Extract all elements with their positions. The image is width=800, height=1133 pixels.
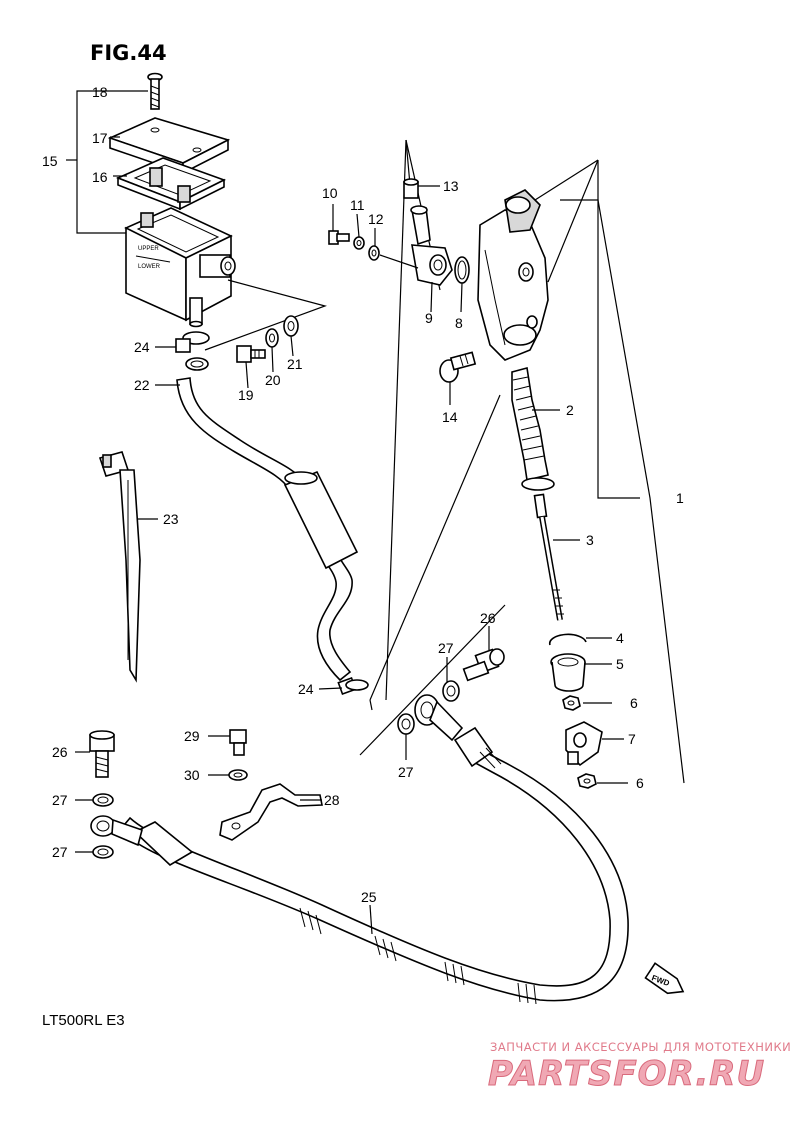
reservoir-group: UPPER LOWER <box>66 72 327 351</box>
nut-6-upper <box>562 695 581 711</box>
screw-10 <box>328 230 350 245</box>
figure-title: FIG.44 <box>90 41 167 65</box>
washer-30 <box>228 769 248 781</box>
callout-26-mid: 26 <box>480 610 496 626</box>
brake-hose-25 <box>118 726 629 1005</box>
watermark-tagline: ЗАПЧАСТИ И АКСЕССУАРЫ ДЛЯ МОТОТЕХНИКИ <box>490 1040 791 1054</box>
callout-27-lower-a: 27 <box>52 792 68 808</box>
collar-5 <box>550 653 586 692</box>
callout-29: 29 <box>184 728 200 744</box>
callout-11: 11 <box>350 197 365 213</box>
reservoir-upper-mark: UPPER <box>138 246 159 252</box>
washer-27-lower-b <box>92 845 114 859</box>
callout-27-mid: 27 <box>398 764 414 780</box>
model-code: LT500RL E3 <box>42 1012 125 1029</box>
hose-bracket-28 <box>219 783 323 841</box>
callout-30: 30 <box>184 767 200 783</box>
callout-28: 28 <box>324 792 340 808</box>
callout-6-lower: 6 <box>636 775 644 791</box>
o-ring-8 <box>454 256 470 284</box>
bolt-14 <box>439 351 477 383</box>
callout-20: 20 <box>265 372 281 388</box>
union-bolt-19 <box>236 345 266 363</box>
callout-24-bottom: 24 <box>298 681 314 697</box>
washer-20 <box>265 328 279 348</box>
washer-27-lower-a <box>92 793 114 807</box>
callout-6-upper: 6 <box>630 695 638 711</box>
boot-2 <box>511 366 555 491</box>
banjo-fitting-lower <box>90 815 143 847</box>
callout-27-top: 27 <box>438 640 454 656</box>
union-bolt-26 <box>462 648 505 682</box>
banjo-fitting-upper <box>414 694 464 742</box>
callout-13: 13 <box>443 178 459 194</box>
watermark: ЗАПЧАСТИ И АКСЕССУАРЫ ДЛЯ МОТОТЕХНИКИ PA… <box>488 1040 791 1095</box>
diaphragm-16 <box>115 157 227 211</box>
hose-clamp-24 <box>175 331 210 371</box>
push-rod-3 <box>533 493 564 621</box>
callout-26-lower: 26 <box>52 744 68 760</box>
reservoir-lower-mark: LOWER <box>138 264 161 270</box>
callout-3: 3 <box>586 532 594 548</box>
callout-10: 10 <box>322 185 338 201</box>
screw-18 <box>147 72 163 110</box>
cable-tie-23 <box>98 451 141 683</box>
callout-22: 22 <box>134 377 150 393</box>
washer-27-mid <box>397 713 415 735</box>
watermark-brand: PARTSFOR.RU <box>488 1054 765 1094</box>
callout-7: 7 <box>628 731 636 747</box>
callout-5: 5 <box>616 656 624 672</box>
hose-connector-9 <box>410 205 453 286</box>
hose-22 <box>176 377 359 682</box>
hose-clamp-24-lower <box>337 676 369 696</box>
callout-16: 16 <box>92 169 108 185</box>
callout-1: 1 <box>676 490 684 506</box>
callout-27-lower-b: 27 <box>52 844 68 860</box>
fwd-arrow-icon: FWD <box>644 962 685 995</box>
callout-2: 2 <box>566 402 574 418</box>
washer-27-upper <box>442 680 460 702</box>
callout-25: 25 <box>361 889 377 905</box>
washer-21 <box>283 315 299 337</box>
clevis-7 <box>565 721 603 767</box>
callout-18: 18 <box>92 84 108 100</box>
callout-24-top: 24 <box>134 339 150 355</box>
callout-12: 12 <box>368 211 384 227</box>
callout-21: 21 <box>287 356 303 372</box>
reservoir-body: UPPER LOWER <box>124 207 236 328</box>
circlip-4 <box>548 633 587 646</box>
washer-11 <box>353 236 365 250</box>
bolt-29 <box>229 729 247 756</box>
callout-9: 9 <box>425 310 433 326</box>
nut-6-lower <box>577 773 597 789</box>
callout-14: 14 <box>442 409 458 425</box>
callout-23: 23 <box>163 511 179 527</box>
callout-15: 15 <box>42 153 58 169</box>
callout-4: 4 <box>616 630 624 646</box>
union-bolt-26-lower <box>89 730 115 778</box>
master-cylinder-1 <box>477 189 549 361</box>
callout-17: 17 <box>92 130 108 146</box>
callout-19: 19 <box>238 387 254 403</box>
cap-13 <box>403 178 419 199</box>
callout-8: 8 <box>455 315 463 331</box>
washer-12 <box>368 245 380 261</box>
